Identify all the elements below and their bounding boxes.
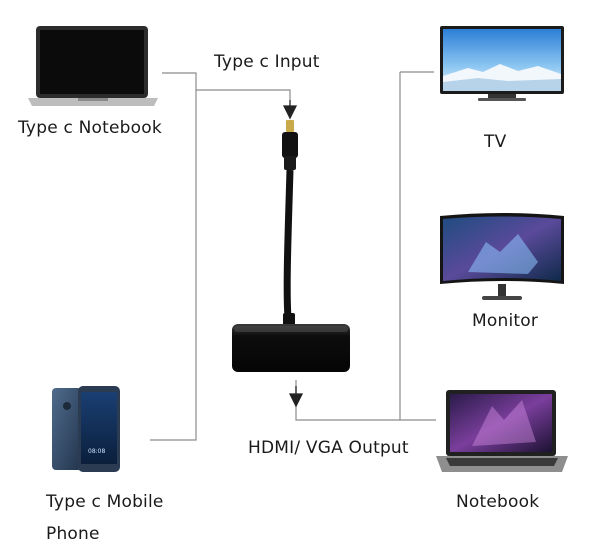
tv-label: TV <box>484 132 507 152</box>
hdmi-vga-output-label: HDMI/ VGA Output <box>248 438 409 458</box>
gaming-laptop-icon <box>436 390 568 472</box>
right-bus-line <box>399 72 436 421</box>
input-connector-line <box>162 72 291 100</box>
type-c-notebook-label: Type c Notebook <box>18 118 162 138</box>
phone-connector-line <box>150 90 197 441</box>
type-c-mobile-label: Type c Mobile <box>46 492 164 512</box>
monitor-label: Monitor <box>472 311 539 331</box>
output-connector-line <box>295 380 400 421</box>
tv-icon <box>440 26 564 101</box>
curved-monitor-icon <box>440 213 564 300</box>
type-c-input-label: Type c Input <box>214 52 320 72</box>
notebook-label: Notebook <box>456 492 540 512</box>
smartphone-icon: 08:08 <box>52 386 120 472</box>
phone-time-text: 08:08 <box>88 448 105 455</box>
laptop-icon <box>28 26 158 106</box>
phone-label: Phone <box>46 524 100 544</box>
usb-c-adapter-icon <box>232 120 350 372</box>
